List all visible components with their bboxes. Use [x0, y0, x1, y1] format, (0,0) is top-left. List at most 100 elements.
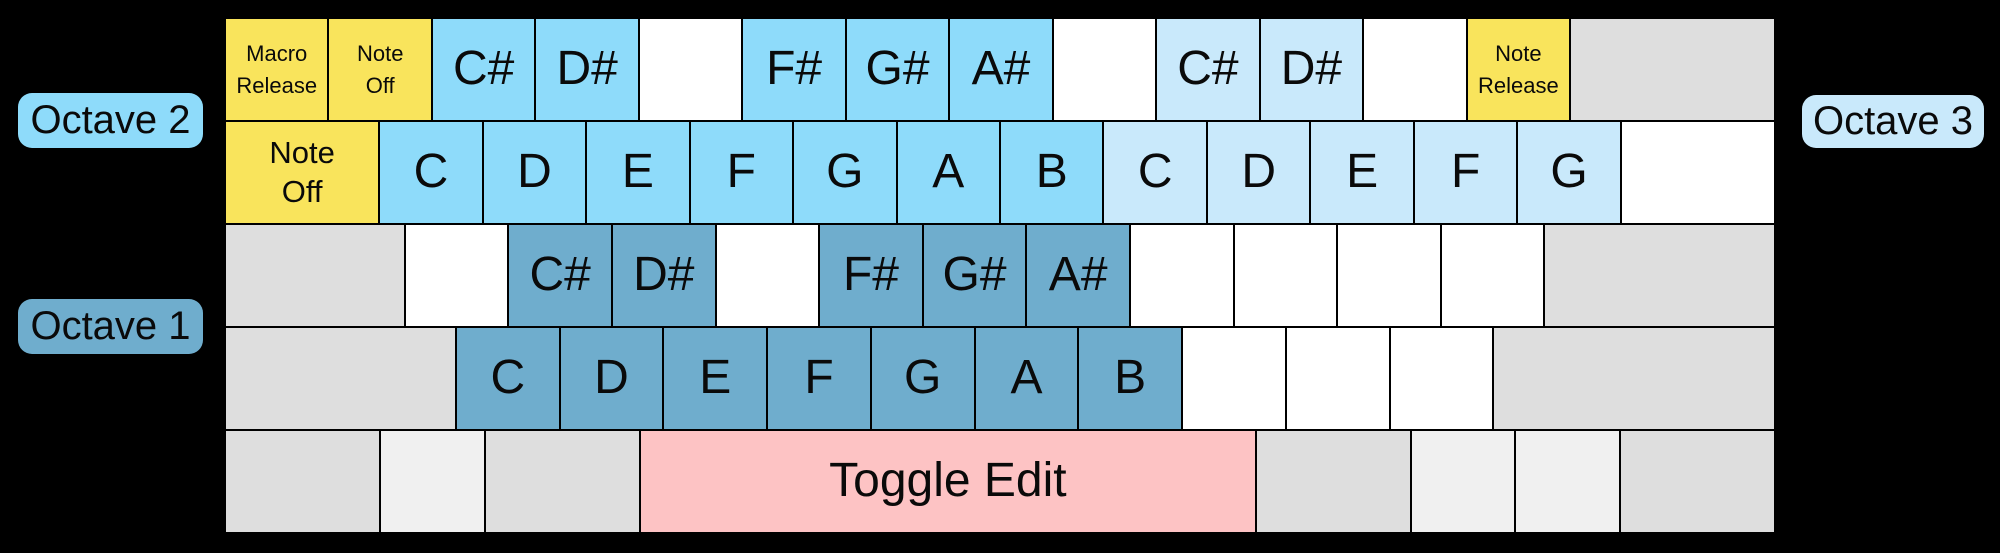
key-d-octave1: D	[559, 327, 664, 430]
key-c-octave1: C	[455, 327, 560, 430]
key-d-octave3: D	[1206, 121, 1311, 224]
key-label-line: E	[1346, 145, 1379, 199]
key-label-line: Off	[365, 72, 395, 98]
key-win-right-unused	[1411, 430, 1516, 533]
key-label-line: C#	[529, 248, 591, 302]
key-unassigned	[1129, 224, 1234, 327]
key-c-octave3: C	[1103, 121, 1207, 224]
key-label-line: A#	[1048, 248, 1108, 302]
key-label-line: Off	[281, 173, 323, 209]
key-unassigned	[715, 224, 820, 327]
key-label-line: G#	[942, 248, 1007, 302]
key-capslock-unused	[225, 224, 405, 327]
key-ctrl-left-unused	[225, 430, 381, 533]
key-unassigned	[1620, 121, 1776, 224]
key-shift-left-unused	[225, 327, 456, 430]
key-label-line: G	[826, 145, 864, 199]
key-dsharp-octave3: D#	[1259, 18, 1364, 121]
key-f-octave3: F	[1413, 121, 1518, 224]
key-unassigned	[1285, 327, 1390, 430]
key-alt-left-unused	[484, 430, 641, 533]
key-shift-right-unused	[1493, 327, 1776, 430]
key-g-octave1: G	[870, 327, 975, 430]
key-f-octave2: F	[689, 121, 794, 224]
key-label-line: C	[413, 145, 449, 199]
octave-3-label: Octave 3	[1802, 95, 1984, 148]
key-fsharp-octave1: F#	[819, 224, 923, 327]
key-unassigned	[1363, 18, 1467, 121]
key-label-line: Release	[1478, 72, 1559, 98]
key-label-line: G	[904, 351, 942, 405]
key-alt-right-unused	[1255, 430, 1412, 533]
key-e-octave2: E	[586, 121, 690, 224]
key-unassigned	[1182, 327, 1286, 430]
keyboard-row-5: Toggle Edit	[225, 430, 1776, 533]
key-backspace-unused	[1570, 18, 1776, 121]
key-label-line: C	[1137, 145, 1173, 199]
key-label-line: D	[517, 145, 552, 199]
key-b-octave1: B	[1078, 327, 1183, 430]
key-label-line: C#	[1177, 42, 1239, 96]
key-label-line: E	[621, 145, 654, 199]
key-label-line: F	[726, 145, 756, 199]
key-toggle-edit: Toggle Edit	[640, 430, 1256, 533]
key-csharp-octave2: C#	[431, 18, 536, 121]
key-label-line: A	[1010, 351, 1043, 405]
key-label-line: B	[1114, 351, 1147, 405]
key-label-line: F#	[842, 248, 899, 302]
key-label-line: F#	[766, 42, 823, 96]
keyboard-row-3: C# D# F# G# A#	[225, 224, 1775, 327]
key-unassigned	[1233, 224, 1338, 327]
key-label-line: F	[804, 351, 834, 405]
key-ctrl-right-unused	[1619, 430, 1776, 533]
key-gsharp-octave2: G#	[845, 18, 950, 121]
key-label-line: Note	[356, 40, 404, 66]
octave-2-label: Octave 2	[18, 93, 203, 148]
key-unassigned	[1337, 224, 1441, 327]
key-csharp-octave1: C#	[508, 224, 612, 327]
key-a-octave1: A	[974, 327, 1079, 430]
key-label-line: Release	[236, 72, 318, 98]
key-unassigned	[638, 18, 743, 121]
key-dsharp-octave2: D#	[535, 18, 639, 121]
key-e-octave3: E	[1310, 121, 1414, 224]
key-c-octave2: C	[379, 121, 483, 224]
key-label-line: A	[932, 145, 965, 199]
key-asharp-octave2: A#	[949, 18, 1053, 121]
key-menu-unused	[1515, 430, 1620, 533]
key-label-line: D#	[1280, 42, 1343, 96]
key-label-line: Toggle Edit	[829, 454, 1067, 508]
key-fsharp-octave2: F#	[742, 18, 846, 121]
key-unassigned	[404, 224, 509, 327]
key-b-octave2: B	[1000, 121, 1104, 224]
key-label-line: E	[699, 351, 732, 405]
key-label-line: A#	[971, 42, 1031, 96]
key-label-line: Note	[269, 134, 335, 170]
key-label-line: G	[1550, 145, 1588, 199]
key-label-line: Note	[1495, 40, 1542, 66]
octave-1-label: Octave 1	[18, 299, 203, 354]
key-csharp-octave3: C#	[1156, 18, 1260, 121]
key-a-octave2: A	[896, 121, 1001, 224]
key-win-left-unused	[380, 430, 485, 533]
key-label-line: B	[1035, 145, 1068, 199]
key-label-line: D	[1241, 145, 1277, 199]
key-label-line: Macro	[246, 40, 308, 66]
key-unassigned	[1389, 327, 1494, 430]
key-asharp-octave1: A#	[1026, 224, 1130, 327]
key-label-line: C#	[452, 42, 515, 96]
key-f-octave1: F	[767, 327, 871, 430]
key-unassigned	[1052, 18, 1157, 121]
key-label-line: F	[1450, 145, 1481, 199]
key-dsharp-octave1: D#	[611, 224, 716, 327]
key-e-octave1: E	[663, 327, 768, 430]
